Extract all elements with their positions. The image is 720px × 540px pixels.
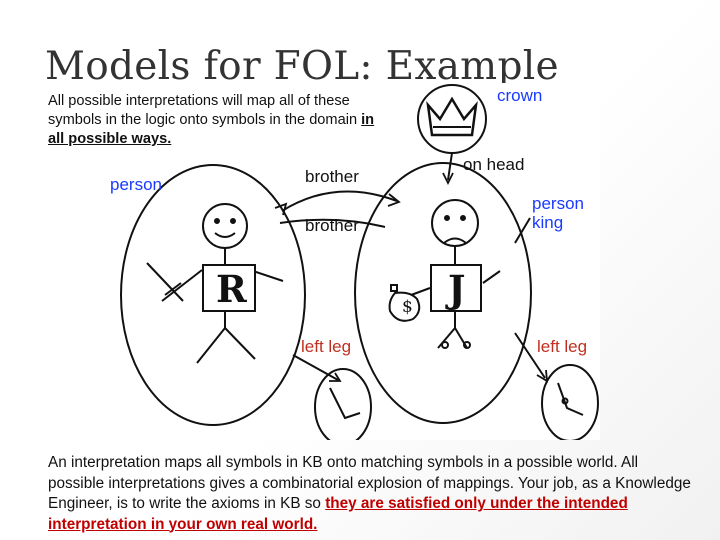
money-label: $ xyxy=(402,297,413,317)
left-leg-arrow-1 xyxy=(292,354,339,381)
left-leg-label-1: left leg xyxy=(301,337,352,356)
r-label: R xyxy=(216,267,247,311)
crown-circle xyxy=(417,84,487,154)
leg-circle-1 xyxy=(314,368,372,440)
j-label: J xyxy=(448,267,466,311)
r-crown-box xyxy=(202,264,256,312)
diagram-drawing xyxy=(120,84,599,440)
intro-emphasis: in all possible ways. xyxy=(48,112,375,147)
j-box xyxy=(430,264,482,312)
john-oval xyxy=(354,162,532,424)
brother-label-top: brother xyxy=(305,167,359,186)
richard-oval xyxy=(120,164,306,426)
sword xyxy=(146,262,184,302)
caption-emphasis: they are satisfied only under the intend… xyxy=(48,495,628,533)
person-label-right: person xyxy=(532,194,584,213)
caption-text: An interpretation maps all symbols in KB… xyxy=(48,453,698,535)
on-head-label: on head xyxy=(463,155,525,174)
left-leg-label-2: left leg xyxy=(537,337,588,356)
leg-circle-2 xyxy=(541,364,599,440)
crown-icon xyxy=(426,96,478,137)
intro-body: All possible interpretations will map al… xyxy=(48,93,362,128)
left-leg-arrow-2 xyxy=(514,332,546,379)
king-label: king xyxy=(532,213,564,232)
crown-label: crown xyxy=(497,86,543,105)
brother-arrow-bottom xyxy=(279,218,386,228)
caption-body: An interpretation maps all symbols in KB… xyxy=(48,454,691,512)
intro-text: All possible interpretations will map al… xyxy=(48,92,378,149)
money-bag xyxy=(388,291,421,322)
on-head-arrow xyxy=(447,152,453,181)
king-pointer xyxy=(514,217,531,244)
richard-head xyxy=(202,203,248,249)
person-label-left: person xyxy=(110,175,162,194)
brother-label-bottom: brother xyxy=(305,216,359,235)
brother-arrow-top xyxy=(281,190,398,212)
slide-title: Models for FOL: Example xyxy=(45,44,559,89)
